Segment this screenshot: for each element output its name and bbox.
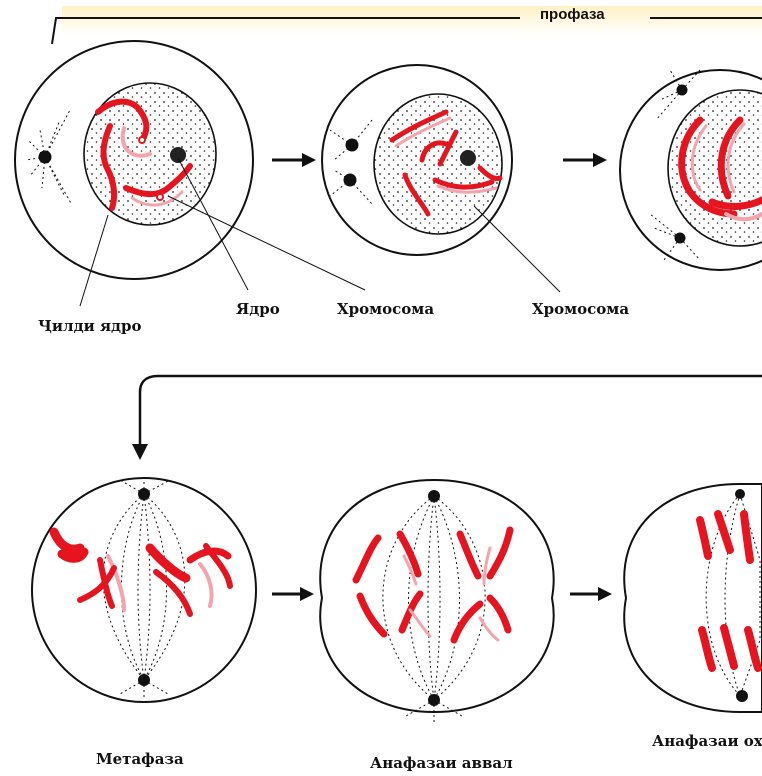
- nuclear-envelope-label: Ҷилди ядро: [38, 317, 142, 335]
- chromosome-label-1: Хромосома: [337, 300, 434, 318]
- cell-late-prophase: [620, 70, 762, 270]
- cell-late-anaphase: [624, 484, 762, 712]
- nucleolus: [460, 150, 476, 166]
- cell-early-prophase: [15, 41, 253, 279]
- early-anaphase-label: Анафазаи аввал: [370, 754, 513, 772]
- cell-mid-prophase: [322, 65, 512, 255]
- late-anaphase-label: Анафазаи охи: [652, 732, 762, 750]
- prophase-bracket: [52, 6, 762, 44]
- prophase-label: профаза: [540, 6, 605, 23]
- arrow-1: [272, 153, 316, 167]
- row-connector-arrow: [132, 376, 762, 460]
- chromosome-label-2: Хромосома: [532, 300, 629, 318]
- nucleolus-label: Ядро: [236, 300, 280, 318]
- metaphase-label: Метафаза: [96, 750, 184, 768]
- arrow-3: [272, 587, 314, 601]
- cell-early-anaphase: [320, 480, 553, 724]
- arrow-4: [570, 587, 612, 601]
- cell-metaphase: [32, 476, 256, 702]
- nucleolus: [170, 147, 186, 163]
- arrow-2: [563, 153, 607, 167]
